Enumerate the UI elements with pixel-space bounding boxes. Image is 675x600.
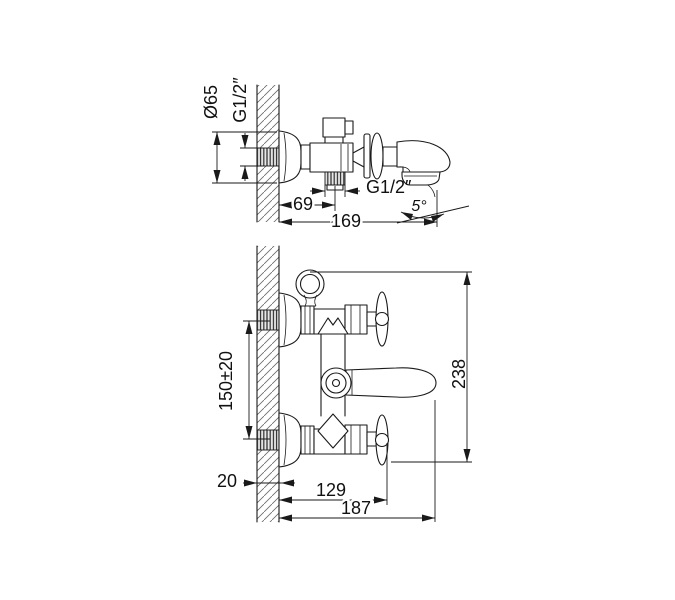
wall-hatch [257,246,279,522]
spout-pipe [382,146,399,167]
dim-label-69: 69 [293,194,313,214]
wall-nut [300,144,311,170]
dim-label-187: 187 [341,498,371,518]
dim-label-flange-diameter: Ø65 [201,85,221,119]
dim-wall-to-outlet: 69 [279,186,336,217]
handle-cone [352,146,365,168]
dim-label-wall-thread: G1/2″ [230,77,250,123]
lower-cross-handle [374,414,390,466]
dim-outlet-thread: G1/2″ [310,177,412,197]
spout-front [320,367,437,399]
dim-label-238: 238 [449,359,469,389]
lower-inlet [278,412,379,468]
top-view: Ø65 G1/2″ G1/2″ 69 [201,77,470,234]
dim-label-angle: 5° [411,198,427,215]
dim-overall-height: 238 [310,271,472,463]
body-column [317,317,349,449]
lower-inlet-thread [256,429,280,451]
dim-wall-to-handle: 129 [279,443,388,505]
dim-label-169: 169 [331,211,361,231]
dim-label-150: 150±20 [216,351,236,411]
wall-inlet-thread [256,147,280,167]
faucet-body-top [309,142,354,173]
dim-wall-to-spout-tip: 187 [279,400,436,522]
shower-hook [295,269,325,307]
upper-cross-handle [374,291,390,347]
dim-spout-angle: 5° [396,198,470,224]
dim-wall-thickness: 20 [217,471,295,491]
dim-inlet-spacing: 150±20 [216,320,270,440]
dim-label-20: 20 [217,471,237,491]
spout [396,140,451,198]
dim-overall-projection: 169 [279,190,438,234]
dim-wall-thread: G1/2″ [230,77,263,181]
wall-section-front [256,245,280,523]
dim-label-129: 129 [316,480,346,500]
dim-flange-diameter: Ø65 [201,85,277,184]
front-view: 150±20 238 20 129 [216,245,472,523]
upper-inlet-thread [256,309,280,331]
cross-handle-top [363,132,384,180]
escutcheon [278,130,302,184]
diverter-knob [322,117,354,144]
dim-label-outlet-thread: G1/2″ [366,177,412,197]
